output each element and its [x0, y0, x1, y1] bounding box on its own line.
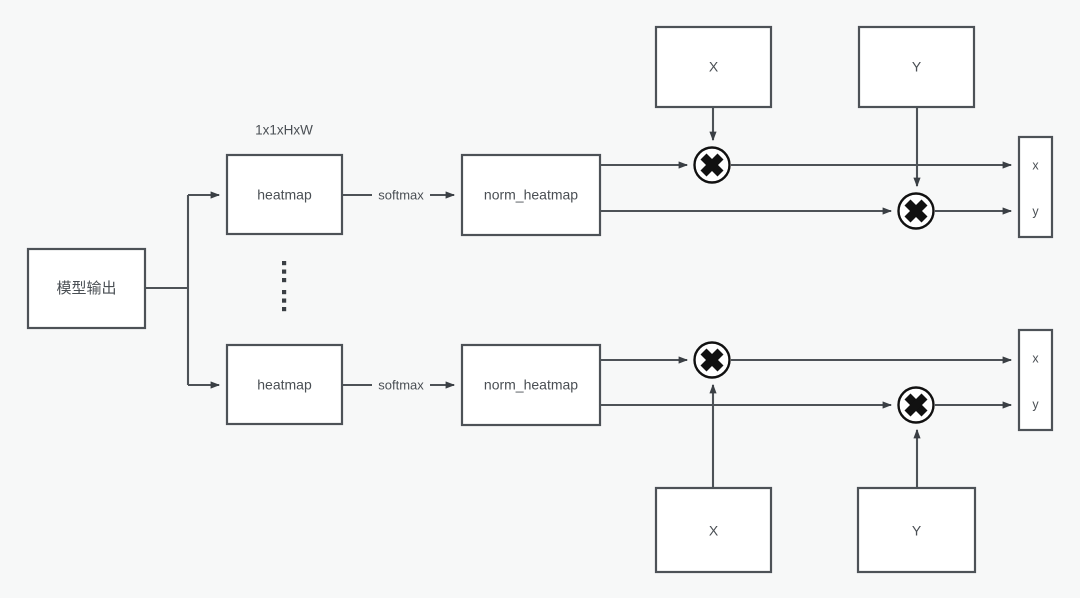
node-y-top[interactable]: Y: [857, 25, 976, 109]
node-norm-heatmap-bottom[interactable]: norm_heatmap: [460, 343, 602, 427]
multiply-node-bottom-x[interactable]: [693, 341, 731, 379]
node-output-top-x-label: x: [1032, 158, 1039, 172]
node-norm-heatmap-bottom-label: norm_heatmap: [484, 377, 578, 393]
node-output-bottom-y-label: y: [1032, 397, 1039, 411]
multiply-node-top-x[interactable]: [693, 146, 731, 184]
node-y-bottom-label: Y: [912, 523, 922, 539]
node-x-top[interactable]: X: [654, 25, 773, 109]
node-output-top[interactable]: x y: [1017, 135, 1054, 239]
multiply-node-bottom-y[interactable]: [897, 386, 935, 424]
node-heatmap-top-label: heatmap: [257, 187, 312, 203]
node-y-bottom[interactable]: Y: [856, 486, 977, 574]
node-x-bottom-label: X: [709, 523, 719, 539]
node-x-bottom[interactable]: X: [654, 486, 773, 574]
node-x-top-label: X: [709, 59, 719, 75]
tensor-shape-annotation: 1x1xHxW: [255, 123, 313, 138]
node-heatmap-bottom-label: heatmap: [257, 377, 312, 393]
node-model-output-label: 模型输出: [56, 280, 116, 297]
node-output-bottom-x-label: x: [1032, 351, 1039, 365]
multiply-node-top-y[interactable]: [897, 192, 935, 230]
node-y-top-label: Y: [912, 59, 922, 75]
edge-label-softmax-bottom: softmax: [378, 377, 424, 392]
node-output-bottom[interactable]: x y: [1017, 328, 1054, 432]
node-heatmap-top[interactable]: heatmap: [225, 153, 344, 236]
node-model-output[interactable]: 模型输出: [26, 247, 147, 330]
edge-model-output-trunk: [145, 191, 221, 389]
edge-label-softmax-top: softmax: [378, 187, 424, 202]
node-norm-heatmap-top-label: norm_heatmap: [484, 187, 578, 203]
node-heatmap-bottom[interactable]: heatmap: [225, 343, 344, 426]
vertical-ellipsis-icon: [282, 261, 287, 312]
node-norm-heatmap-top[interactable]: norm_heatmap: [460, 153, 602, 237]
node-output-top-y-label: y: [1032, 204, 1039, 218]
